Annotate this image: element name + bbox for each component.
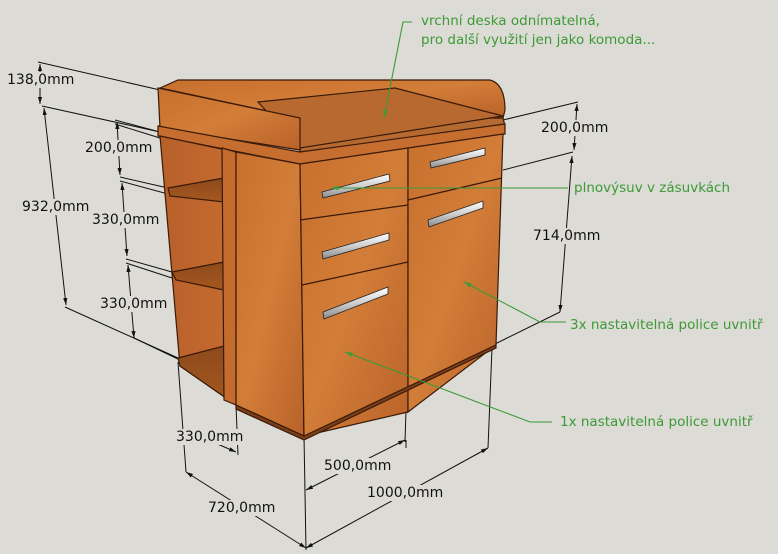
dim-shelf-width: 330,0mm — [175, 429, 245, 445]
handle-icon — [322, 286, 389, 320]
dim-cabinet-width: 500,0mm — [323, 458, 393, 474]
annotation-top-line2: pro další využití jen jako komoda... — [421, 32, 656, 48]
dim-body-height: 714,0mm — [532, 228, 602, 244]
annotation-top-line1: vrchní deska odnímatelná, — [421, 13, 600, 29]
handle-icon — [321, 173, 391, 199]
dim-top-shelf-gap: 200,0mm — [84, 140, 154, 156]
dim-shelf-gap-1: 330,0mm — [91, 212, 161, 228]
dim-total-width: 1000,0mm — [366, 485, 445, 501]
annotation-lower-shelf: 1x nastavitelná police uvnitř — [560, 414, 753, 430]
dim-top-rail-height: 138,0mm — [6, 72, 76, 88]
handle-icon — [427, 200, 484, 228]
dim-shelf-gap-2: 330,0mm — [99, 296, 169, 312]
handle-icon — [429, 147, 486, 169]
dresser-model — [157, 79, 506, 441]
annotation-drawers: plnovýsuv v zásuvkách — [574, 180, 731, 196]
annotation-leaders — [331, 21, 568, 423]
annotation-door-shelves: 3x nastavitelná police uvnitř — [570, 317, 763, 333]
handle-icon — [321, 232, 390, 260]
dim-depth: 720,0mm — [207, 500, 277, 516]
drawer-handles — [321, 147, 486, 320]
dim-right-top-height: 200,0mm — [540, 120, 610, 136]
dim-total-height: 932,0mm — [21, 199, 91, 215]
